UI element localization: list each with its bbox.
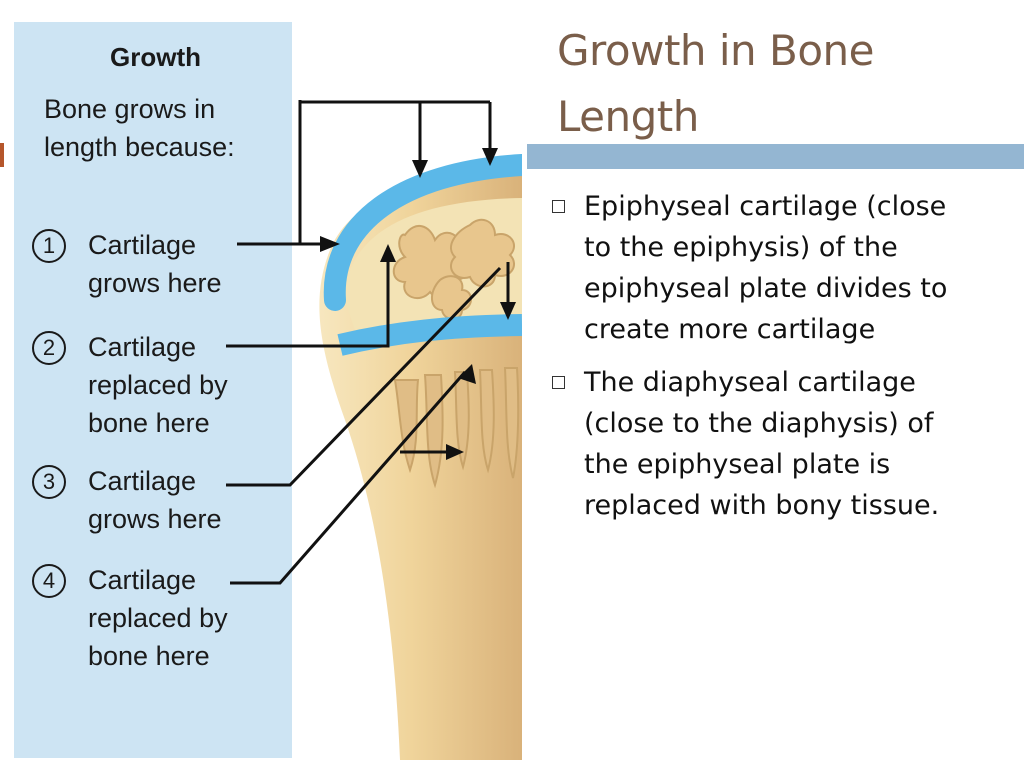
trabecula: [478, 369, 495, 474]
arrowhead: [458, 364, 476, 384]
square-bullet-icon: [552, 200, 565, 213]
intro-line: length because:: [44, 132, 235, 162]
square-bullet-icon: [552, 376, 565, 389]
step-number-3: 3: [32, 465, 66, 499]
intro-line: Bone grows in: [44, 94, 216, 124]
arrowhead: [320, 236, 340, 252]
step-line: grows here: [88, 504, 222, 534]
arrowhead: [446, 444, 464, 460]
step-number-1: 1: [32, 229, 66, 263]
step-line: replaced by: [88, 603, 228, 633]
arrowhead: [412, 160, 428, 178]
step-line: Cartilage: [88, 565, 197, 595]
bullet-item: Epiphyseal cartilage (close to the epiph…: [552, 186, 979, 350]
step-line: Cartilage: [88, 466, 197, 496]
bullet-list: Epiphyseal cartilage (close to the epiph…: [552, 186, 1012, 538]
intro-bracket-line: [298, 100, 492, 244]
trabecula: [453, 371, 470, 471]
step-label-4: Cartilage replaced by bone here: [88, 561, 228, 675]
epiphyseal-plate: [337, 314, 522, 356]
bullet-text: Epiphyseal cartilage (close to the epiph…: [584, 191, 948, 345]
leader-line-2: [226, 260, 390, 348]
step-line: bone here: [88, 641, 210, 671]
trabecula: [393, 379, 420, 474]
step-line: bone here: [88, 408, 210, 438]
articular-cartilage: [323, 154, 522, 311]
figure-heading: Growth: [110, 42, 201, 72]
slide-title: Growth in Bone Length: [557, 26, 874, 141]
step-label-3: Cartilage grows here: [88, 462, 222, 538]
step-label-1: Cartilage grows here: [88, 226, 222, 302]
title-rule: [527, 144, 1024, 169]
step-line: Cartilage: [88, 230, 197, 260]
leader-line-3: [226, 266, 502, 487]
left-edge-mark: [0, 143, 4, 167]
trabecula: [503, 367, 520, 479]
bullet-text: The diaphyseal cartilage (close to the d…: [584, 367, 940, 521]
arrowhead: [500, 302, 516, 320]
step-line: grows here: [88, 268, 222, 298]
arrowhead: [482, 148, 498, 166]
step-number-2: 2: [32, 331, 66, 365]
step-line: Cartilage: [88, 332, 197, 362]
step-line: replaced by: [88, 370, 228, 400]
leader-line-4: [230, 371, 467, 585]
legend-panel: [14, 22, 292, 758]
bullet-item: The diaphyseal cartilage (close to the d…: [552, 362, 964, 526]
arrowhead: [380, 244, 396, 262]
step-label-2: Cartilage replaced by bone here: [88, 328, 228, 442]
figure-intro: Bone grows in length because:: [44, 90, 235, 166]
step-number-4: 4: [32, 564, 66, 598]
